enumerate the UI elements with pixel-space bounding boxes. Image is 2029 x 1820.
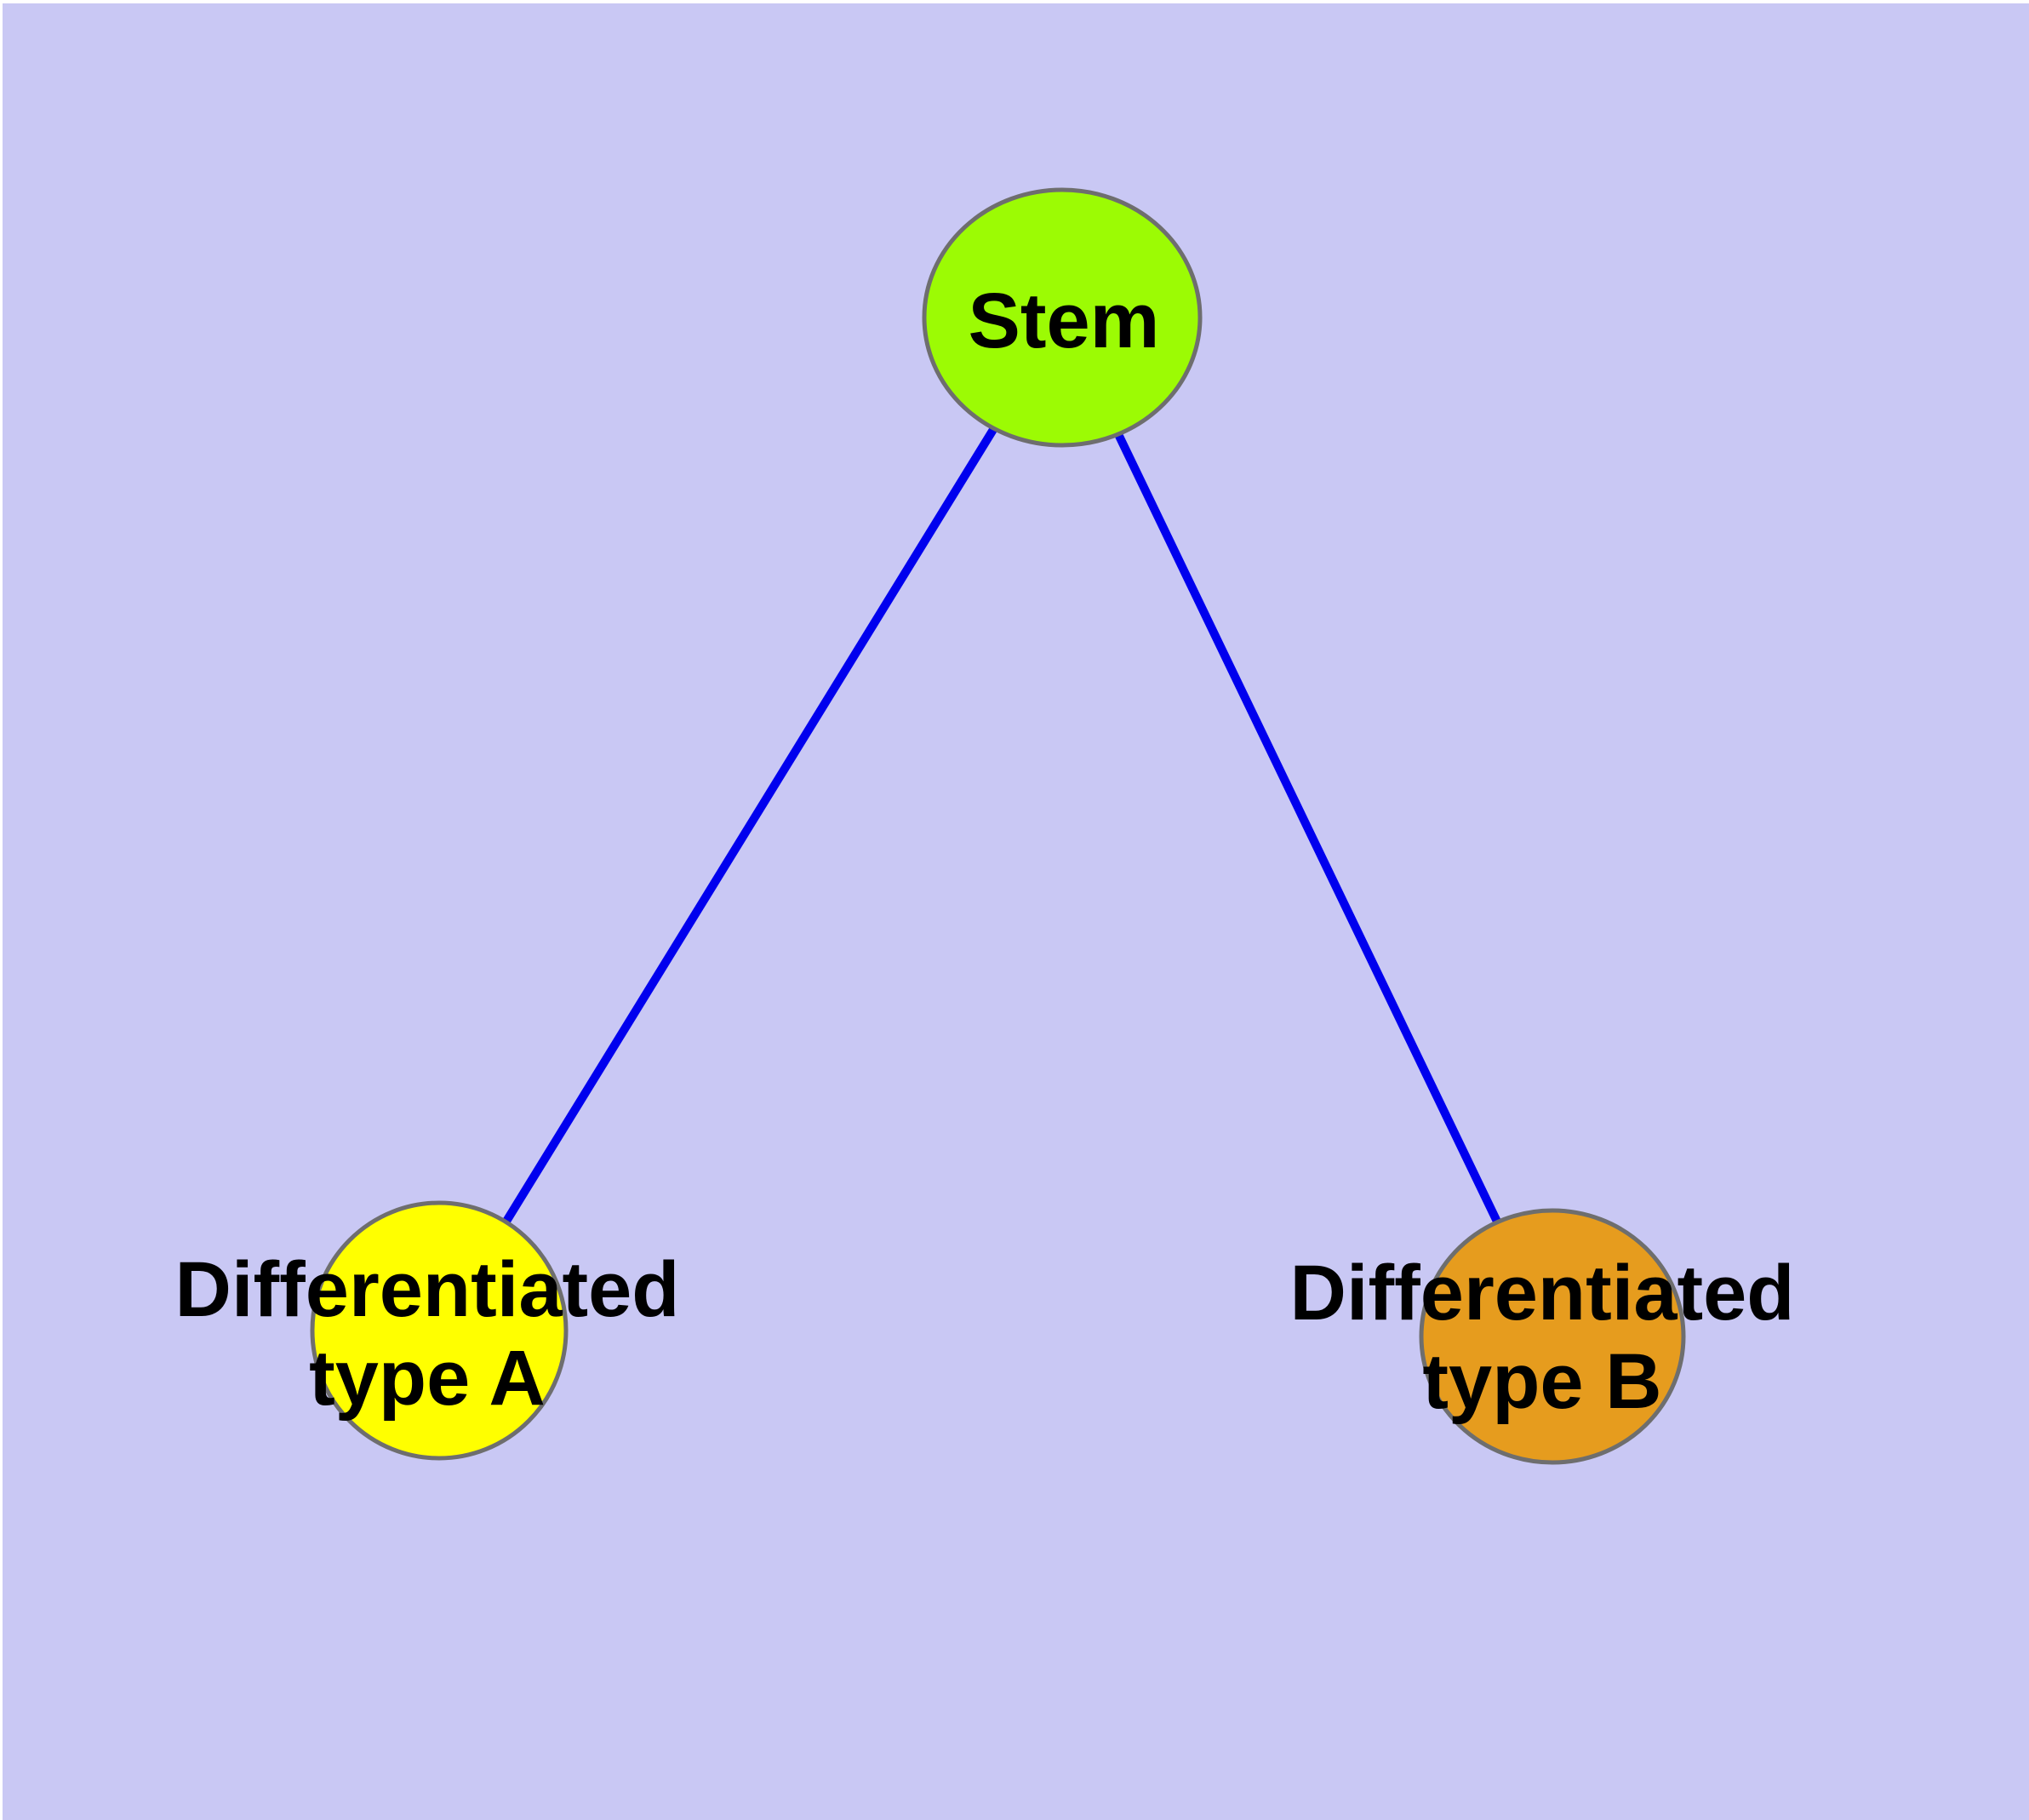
node-stem: [922, 187, 1203, 448]
node-label-differentiated-type-a: Differentiated type A: [175, 1246, 680, 1423]
edge-stem-to-type-a: [435, 315, 1066, 1333]
node-differentiated-type-b: [1419, 1208, 1686, 1465]
node-label-stem-line1: Stem: [968, 278, 1160, 365]
node-label-type-b-line2: type B: [1422, 1338, 1662, 1425]
node-differentiated-type-a: [310, 1200, 569, 1461]
node-label-type-a-line1: Differentiated: [174, 1246, 680, 1334]
node-label-type-b-line1: Differentiated: [1289, 1250, 1795, 1337]
node-label-type-a-line2: type A: [309, 1335, 546, 1422]
node-label-differentiated-type-b: Differentiated type B: [1290, 1250, 1795, 1427]
edge-stem-to-type-b: [1058, 315, 1557, 1339]
node-label-stem: Stem: [969, 278, 1160, 366]
